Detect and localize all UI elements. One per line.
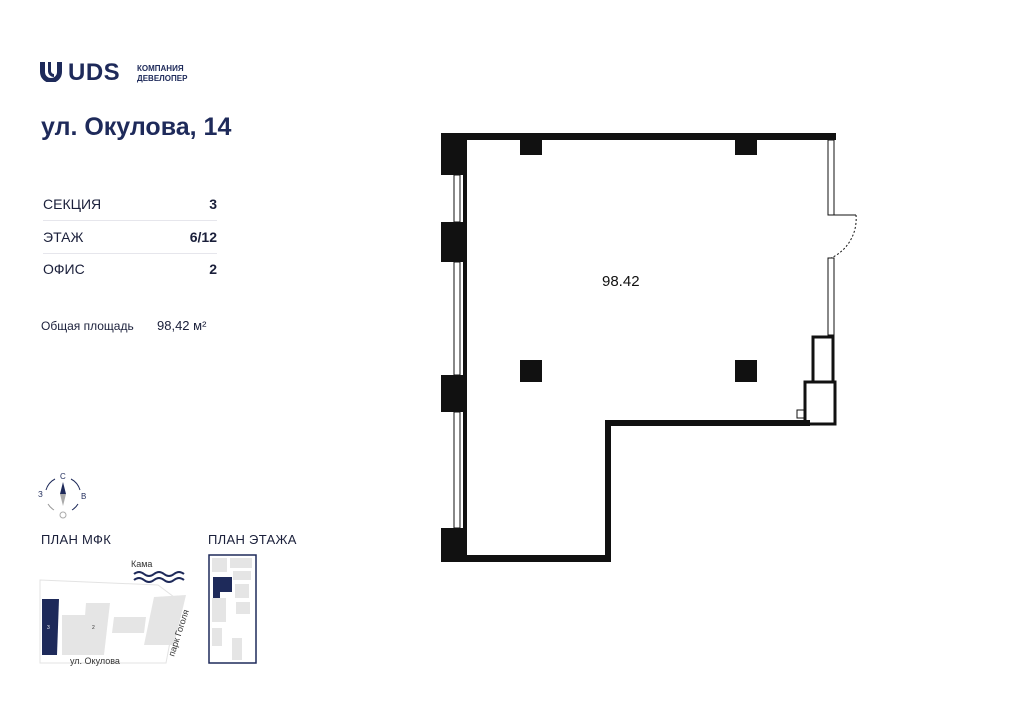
brand-name: UDS <box>68 59 121 86</box>
floor-plan: 98.42 <box>441 133 857 562</box>
total-area-value: 98,42 м² <box>157 318 207 333</box>
column <box>735 360 757 382</box>
mfk-active-section <box>42 599 59 655</box>
mfk-site-plan: Кама 3 2 ул. Окулова парк Гоголя <box>39 559 191 666</box>
compass-icon: С З В <box>38 472 86 519</box>
mfk-plan-title: ПЛАН МФК <box>41 532 112 547</box>
column <box>520 133 542 155</box>
compass-east: В <box>81 492 86 501</box>
room-area-label: 98.42 <box>602 273 640 290</box>
river-waves-icon <box>133 571 185 583</box>
svg-text:2: 2 <box>92 625 95 631</box>
uds-logo-icon <box>40 62 62 82</box>
street-label: ул. Окулова <box>70 656 120 666</box>
floor-plan-mini-title: ПЛАН ЭТАЖА <box>208 532 297 547</box>
page-title: ул. Окулова, 14 <box>41 113 232 141</box>
column <box>735 133 757 155</box>
compass-north: С <box>60 472 66 481</box>
floor-plan-mini <box>208 554 257 664</box>
compass-west: З <box>38 490 43 499</box>
svg-text:3: 3 <box>47 625 50 631</box>
total-area-label: Общая площадь <box>41 319 134 333</box>
column <box>520 360 542 382</box>
mini-active-office <box>213 577 232 598</box>
river-label: Кама <box>131 559 152 569</box>
